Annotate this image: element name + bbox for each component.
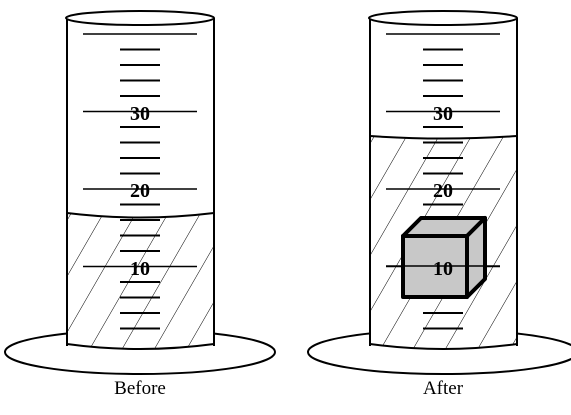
cylinder-bottom-curve xyxy=(369,343,518,350)
tick-label-30: 30 xyxy=(130,103,150,125)
tick-label-20: 20 xyxy=(130,180,150,202)
cylinder-top-rim xyxy=(65,10,215,26)
submerged-cube xyxy=(386,216,500,299)
water-surface xyxy=(66,212,215,219)
cylinder-bottom-curve xyxy=(66,343,215,350)
caption-before: Before xyxy=(114,378,166,399)
cylinder-after: 30 20 10 xyxy=(307,10,571,375)
tick-label-20: 20 xyxy=(433,180,453,202)
water-region xyxy=(67,213,214,349)
cylinder-top-rim xyxy=(368,10,518,26)
graduation-scale xyxy=(83,33,197,330)
tick-label-30: 30 xyxy=(433,103,453,125)
tick-label-10: 10 xyxy=(130,258,150,280)
caption-after: After xyxy=(422,378,464,399)
cylinder-before: 30 20 10 xyxy=(4,10,276,375)
tick-label-10: 10 xyxy=(433,258,453,280)
water-surface xyxy=(369,135,518,140)
